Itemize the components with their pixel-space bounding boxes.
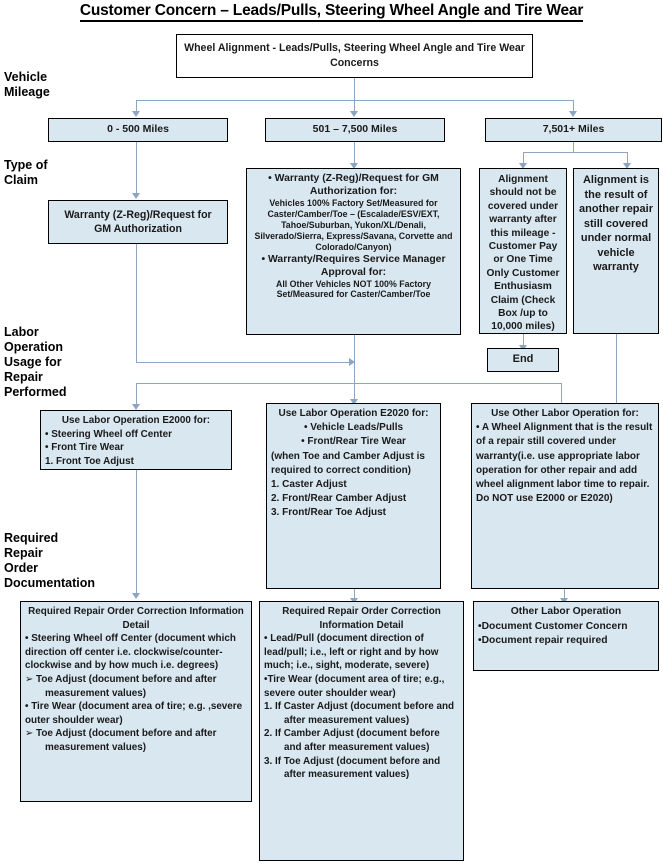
connector-bus-to-laborleft [136, 383, 137, 405]
doc-e2000-line-1: • Steering Wheel off Center (document wh… [25, 633, 236, 672]
connector-top-stem [354, 78, 355, 100]
connector-m3-to-left [523, 152, 524, 164]
stage-label-labor-operation: Labor Operation Usage for Repair Perform… [4, 325, 67, 399]
doc-e2020-line-1: • Lead/Pull (document direction of lead/… [264, 633, 439, 672]
connector-labor-bus [136, 383, 561, 384]
doc-e2000-head: Required Repair Order Correction Informa… [28, 606, 244, 631]
connector-claimmid-down [354, 335, 355, 400]
doc-e2020-line-5: 3. If Toe Adjust (document before and af… [264, 755, 441, 781]
node-end-label: End [512, 353, 534, 366]
connector-to-end [523, 334, 524, 346]
labor-e2000-line-3: 1. Front Toe Adjust [45, 455, 134, 467]
doc-e2000-line-2: ➢ Toe Adjust (document before and after … [25, 673, 217, 699]
arrowhead-to-mileage-1 [132, 111, 140, 117]
node-claim-result-of-other-repair-text: Alignment is the result of another repai… [579, 174, 653, 273]
node-claim-warranty-zreg[interactable]: Warranty (Z-Reg)/Request for GM Authoriz… [48, 200, 228, 244]
claim-detail-bullet2-head: • Warranty/Requires Service Manager Appr… [261, 253, 446, 278]
labor-other-body: • A Wheel Alignment that is the result o… [476, 422, 653, 505]
node-end[interactable]: End [487, 348, 559, 372]
stage-label-required-documentation: Required Repair Order Documentation [4, 531, 95, 590]
stage-label-vehicle-mileage: Vehicle Mileage [4, 70, 50, 99]
arrowhead-to-mileage-3 [569, 111, 577, 117]
node-claim-not-covered[interactable]: Alignment should not be covered under wa… [479, 168, 567, 334]
claim-detail-bullet1-body: Vehicles 100% Factory Set/Measured for C… [254, 198, 453, 252]
labor-e2000-line-2: • Front Tire Wear [45, 442, 124, 454]
node-wheel-alignment-concerns-text: Wheel Alignment - Leads/Pulls, Steering … [184, 42, 525, 69]
connector-claimleft-down [136, 244, 137, 362]
connector-m3-to-right [627, 152, 628, 164]
arrowhead-m2-to-claim [350, 163, 358, 169]
node-mileage-501-7500[interactable]: 501 – 7,500 Miles [265, 118, 445, 142]
doc-e2000-line-3: • Tire Wear (document area of tire; e.g.… [25, 701, 243, 726]
arrowhead-to-mileage-2 [350, 111, 358, 117]
node-labor-other[interactable]: Use Other Labor Operation for: • A Wheel… [471, 403, 659, 589]
connector-to-mileage-1 [136, 100, 137, 112]
node-mileage-501-7500-label: 501 – 7,500 Miles [312, 123, 398, 136]
doc-e2000-line-4: ➢ Toe Adjust (document before and after … [25, 728, 217, 753]
connector-labormid-to-doc [354, 589, 355, 599]
doc-e2020-head: Required Repair Order Correction Informa… [282, 606, 441, 631]
labor-other-head: Use Other Labor Operation for: [491, 408, 639, 419]
stage-label-type-of-claim: Type of Claim [4, 158, 48, 187]
connector-laborright-to-doc [564, 589, 565, 599]
labor-e2020-line-2: • Front/Rear Tire Wear [301, 436, 406, 448]
node-doc-e2020[interactable]: Required Repair Order Correction Informa… [259, 601, 464, 861]
arrowhead-m1-to-claim [132, 193, 140, 199]
connector-laborleft-to-doc [136, 470, 137, 594]
node-mileage-7501-plus[interactable]: 7,501+ Miles [485, 118, 662, 142]
node-claim-result-of-other-repair[interactable]: Alignment is the result of another repai… [573, 168, 659, 334]
connector-m2-to-claim [354, 142, 355, 164]
node-wheel-alignment-concerns[interactable]: Wheel Alignment - Leads/Pulls, Steering … [176, 34, 533, 78]
labor-e2020-head: Use Labor Operation E2020 for: [278, 408, 429, 419]
labor-e2020-line-3: (when Toe and Camber Adjust is required … [271, 450, 425, 476]
connector-m3-stem [573, 142, 574, 152]
node-mileage-7501-plus-label: 7,501+ Miles [542, 123, 605, 136]
labor-e2020-line-1: • Vehicle Leads/Pulls [303, 422, 404, 434]
doc-other-line-1: •Document Customer Concern [478, 620, 628, 632]
arrowhead-bus-to-laborleft [132, 404, 140, 410]
labor-e2020-line-4: 1. Caster Adjust [271, 479, 347, 491]
doc-e2020-line-4: 2. If Camber Adjust (document before and… [264, 728, 440, 753]
connector-claimright-down [616, 334, 617, 405]
node-claim-not-covered-text: Alignment should not be covered under wa… [486, 174, 560, 333]
connector-claimleft-right [136, 362, 350, 363]
arrowhead-m3-to-right [623, 163, 631, 169]
labor-e2020-line-6: 3. Front/Rear Toe Adjust [271, 507, 387, 519]
node-mileage-0-500-label: 0 - 500 Miles [107, 123, 169, 136]
claim-detail-bullet1-head: • Warranty (Z-Reg)/Request for GM Author… [268, 173, 439, 197]
node-mileage-0-500[interactable]: 0 - 500 Miles [48, 118, 228, 142]
connector-to-mileage-2 [354, 100, 355, 112]
node-labor-e2000[interactable]: Use Labor Operation E2000 for: • Steerin… [40, 410, 232, 470]
connector-m3-bus [523, 152, 627, 153]
labor-e2000-line-1: • Steering Wheel off Center [45, 428, 172, 440]
labor-e2020-line-5: 2. Front/Rear Camber Adjust [271, 493, 407, 505]
doc-e2020-line-2: •Tire Wear (document area of tire; e.g.,… [264, 673, 445, 699]
connector-bus-to-laborright [561, 383, 562, 405]
connector-to-mileage-3 [573, 100, 574, 112]
node-claim-warranty-zreg-text: Warranty (Z-Reg)/Request for GM Authoriz… [64, 209, 212, 235]
labor-e2000-head: Use Labor Operation E2000 for: [61, 415, 211, 426]
node-claim-warranty-detail[interactable]: • Warranty (Z-Reg)/Request for GM Author… [246, 168, 461, 335]
doc-e2020-line-3: 1. If Caster Adjust (document before and… [264, 701, 455, 726]
doc-other-line-2: •Document repair required [478, 635, 608, 647]
node-doc-other[interactable]: Other Labor Operation •Document Customer… [473, 601, 659, 671]
arrowhead-m3-to-left [519, 163, 527, 169]
arrowhead-laborleft-to-doc [132, 593, 140, 599]
connector-m1-to-claim [136, 142, 137, 194]
node-doc-e2000[interactable]: Required Repair Order Correction Informa… [20, 601, 252, 802]
claim-detail-bullet2-body: All Other Vehicles NOT 100% Factory Set/… [276, 278, 431, 300]
arrowhead-claimleft-right [349, 358, 355, 366]
arrowhead-claimmid-to-labor [350, 399, 358, 405]
page-title-text: Customer Concern – Leads/Pulls, Steering… [79, 2, 583, 22]
doc-other-head: Other Labor Operation [510, 606, 622, 617]
node-labor-e2020[interactable]: Use Labor Operation E2020 for: • Vehicle… [266, 403, 441, 589]
page-title: Customer Concern – Leads/Pulls, Steering… [0, 2, 663, 22]
